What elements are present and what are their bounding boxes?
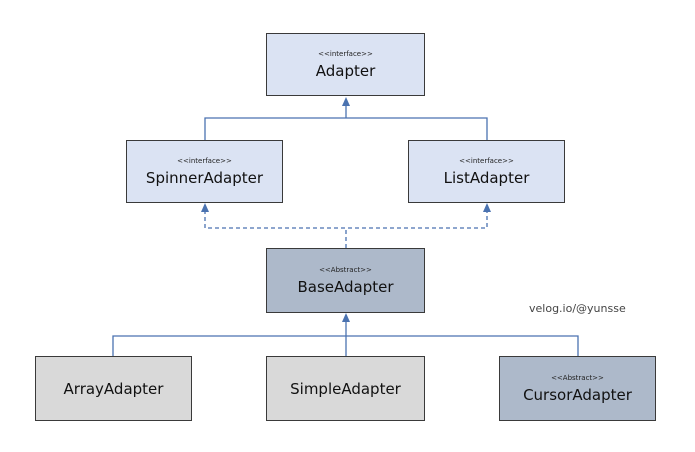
watermark-text: velog.io/@yunsse — [529, 302, 626, 315]
spinner-adapter-name: SpinnerAdapter — [145, 168, 264, 187]
arrowhead-base-adapter — [342, 313, 350, 322]
list-adapter-interface-box: <<interface>> ListAdapter — [408, 140, 565, 203]
simple-adapter-box: SimpleAdapter — [266, 356, 425, 421]
arrowhead-adapter — [342, 97, 350, 106]
array-adapter-box: ArrayAdapter — [35, 356, 192, 421]
cursor-adapter-name: CursorAdapter — [523, 385, 632, 404]
base-adapter-name: BaseAdapter — [297, 277, 394, 296]
connector-base-realization-branch — [204, 210, 488, 229]
base-adapter-stereotype: <<Abstract>> — [319, 265, 372, 274]
base-adapter-abstract-box: <<Abstract>> BaseAdapter — [266, 248, 425, 313]
spinner-adapter-stereotype: <<interface>> — [177, 156, 232, 165]
simple-adapter-name: SimpleAdapter — [290, 379, 401, 398]
cursor-adapter-stereotype: <<Abstract>> — [551, 373, 604, 382]
cursor-adapter-abstract-box: <<Abstract>> CursorAdapter — [499, 356, 656, 421]
list-adapter-name: ListAdapter — [443, 168, 530, 187]
adapter-interface-box: <<interface>> Adapter — [266, 33, 425, 96]
array-adapter-name: ArrayAdapter — [63, 379, 164, 398]
list-adapter-stereotype: <<interface>> — [459, 156, 514, 165]
connector-interfaces-to-adapter — [204, 117, 488, 140]
adapter-name: Adapter — [315, 61, 376, 80]
adapter-stereotype: <<interface>> — [318, 49, 373, 58]
arrowhead-list-adapter — [483, 203, 491, 212]
spinner-adapter-interface-box: <<interface>> SpinnerAdapter — [126, 140, 283, 203]
arrowhead-spinner-adapter — [201, 203, 209, 212]
